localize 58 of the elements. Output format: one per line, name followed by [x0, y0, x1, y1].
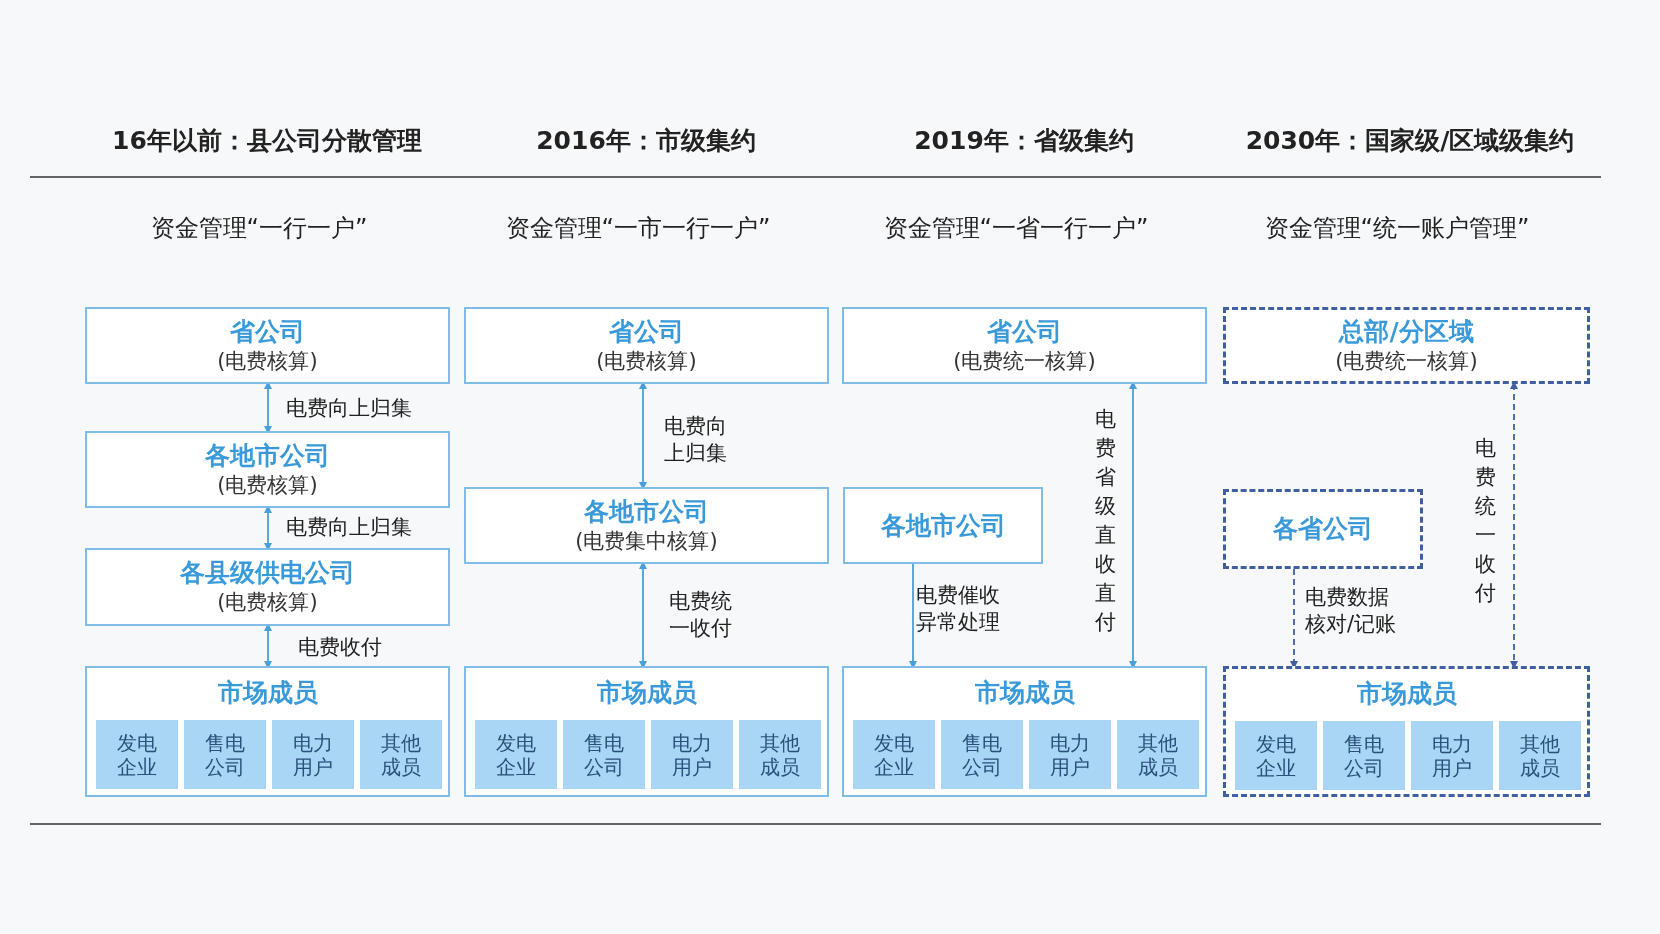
group-title: 市场成员	[596, 678, 697, 708]
box-title: 各地市公司	[205, 440, 330, 471]
stage-heading: 2019年：省级集约	[914, 125, 1134, 157]
box-title: 各地市公司	[584, 496, 709, 527]
group-title: 市场成员	[974, 678, 1075, 708]
arrow	[909, 563, 917, 669]
member-cell: 发电企业	[853, 720, 935, 789]
stage-subheading: 资金管理“一省一行一户”	[883, 213, 1149, 244]
stage-heading: 2030年：国家级/区域级集约	[1245, 125, 1575, 157]
member-cell: 售电公司	[1323, 721, 1405, 790]
member-cell: 其他成员	[1499, 721, 1581, 790]
box-subtitle: (电费核算)	[217, 471, 318, 499]
group-box	[464, 666, 829, 797]
org-box	[1223, 489, 1423, 569]
member-cell: 发电企业	[475, 720, 557, 789]
org-box	[842, 307, 1207, 384]
group-box	[85, 666, 450, 797]
box-subtitle: (电费集中核算)	[575, 527, 718, 555]
box-title: 各地市公司	[880, 510, 1006, 541]
box-subtitle: (电费核算)	[596, 347, 697, 375]
org-box	[464, 307, 829, 384]
stage-subheading: 资金管理“统一账户管理”	[1264, 213, 1530, 244]
org-box	[85, 431, 450, 508]
group-box	[1223, 666, 1590, 797]
stage-heading: 2016年：市级集约	[536, 125, 756, 157]
box-title: 省公司	[230, 316, 305, 347]
box-subtitle: (电费统一核算)	[1335, 347, 1478, 375]
group-title: 市场成员	[1356, 679, 1457, 709]
group-title: 市场成员	[217, 678, 318, 708]
box-title: 各省公司	[1273, 514, 1373, 544]
box-subtitle: (电费统一核算)	[953, 347, 1096, 375]
member-cell: 售电公司	[941, 720, 1023, 789]
member-cell: 其他成员	[1117, 720, 1199, 789]
member-cell: 电力用户	[1029, 720, 1111, 789]
member-cell: 其他成员	[739, 720, 821, 789]
group-box	[842, 666, 1207, 797]
stage-heading: 16年以前：县公司分散管理	[112, 125, 422, 157]
box-subtitle: (电费核算)	[217, 589, 318, 616]
org-box	[1223, 307, 1590, 384]
member-cell: 售电公司	[184, 720, 266, 789]
member-cell: 发电企业	[1235, 721, 1317, 790]
org-box	[85, 548, 450, 626]
member-cell: 发电企业	[96, 720, 178, 789]
org-box	[85, 307, 450, 384]
member-cell: 售电公司	[563, 720, 645, 789]
box-title: 省公司	[987, 316, 1062, 347]
member-cell: 其他成员	[360, 720, 442, 789]
stage-subheading: 资金管理“一行一户”	[150, 213, 368, 244]
member-cell: 电力用户	[1411, 721, 1493, 790]
box-title: 省公司	[609, 316, 684, 347]
org-box	[843, 487, 1043, 564]
box-title: 总部/分区域	[1339, 316, 1474, 347]
box-title: 各县级供电公司	[180, 558, 355, 588]
stage-subheading: 资金管理“一市一行一户”	[505, 213, 771, 244]
box-subtitle: (电费核算)	[217, 347, 318, 375]
org-box	[464, 487, 829, 564]
member-cell: 电力用户	[651, 720, 733, 789]
member-cell: 电力用户	[272, 720, 354, 789]
